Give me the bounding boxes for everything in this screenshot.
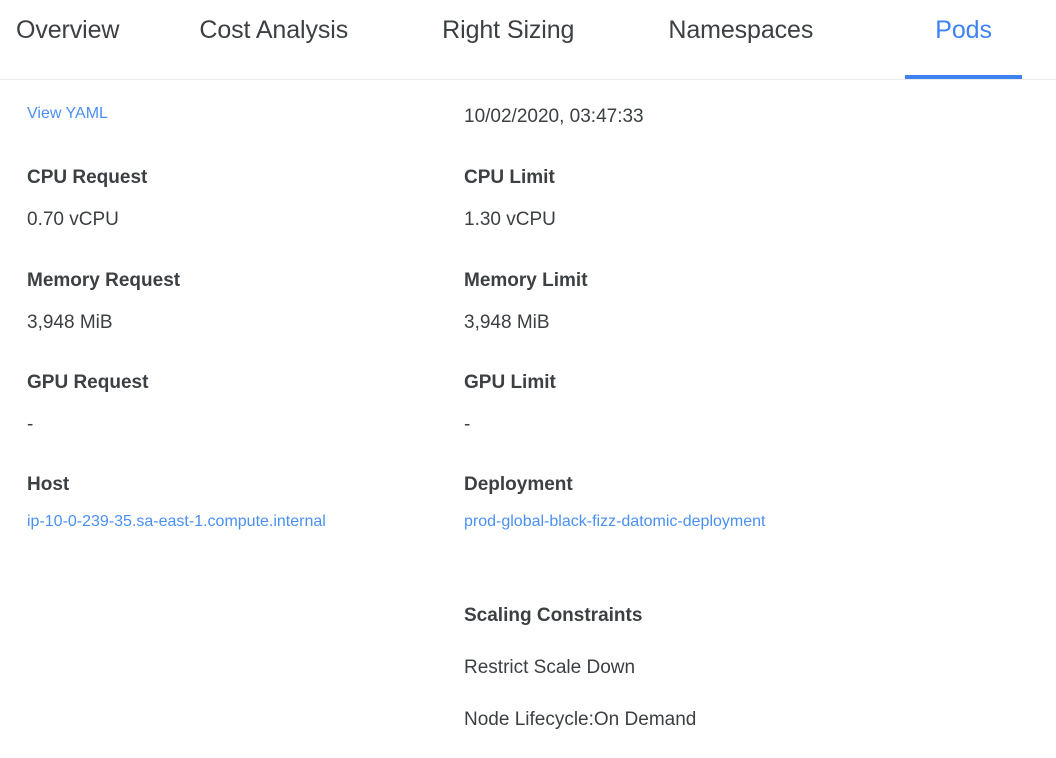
gpu-request-value: - — [27, 414, 34, 435]
tab-active-underline — [905, 75, 1022, 79]
cpu-limit-value: 1.30 vCPU — [464, 209, 556, 230]
tab-cost-analysis-label: Cost Analysis — [199, 16, 349, 44]
tab-right-sizing[interactable]: Right Sizing — [442, 0, 574, 79]
memory-limit-value: 3,948 MiB — [464, 312, 550, 333]
gpu-limit-label: GPU Limit — [464, 372, 556, 393]
host-label: Host — [27, 474, 70, 495]
tab-list: Overview Cost Analysis Right Sizing Name… — [0, 0, 1056, 79]
tab-namespaces[interactable]: Namespaces — [668, 0, 813, 79]
tab-pods-label: Pods — [935, 16, 992, 44]
tab-cost-analysis[interactable]: Cost Analysis — [199, 0, 348, 79]
tab-pods[interactable]: Pods — [905, 0, 1022, 79]
cpu-request-label: CPU Request — [27, 167, 148, 188]
cpu-request-value: 0.70 vCPU — [27, 209, 119, 230]
pod-detail-pane: View YAML CPU Request 0.70 vCPU Memory R… — [0, 80, 1056, 750]
gpu-request-label: GPU Request — [27, 372, 149, 393]
deployment-link[interactable]: prod-global-black-fizz-datomic-deploymen… — [464, 513, 766, 530]
tab-bar: Overview Cost Analysis Right Sizing Name… — [0, 0, 1056, 80]
pod-timestamp: 10/02/2020, 03:47:33 — [464, 106, 644, 127]
view-yaml-link[interactable]: View YAML — [27, 105, 108, 122]
host-link[interactable]: ip-10-0-239-35.sa-east-1.compute.interna… — [27, 513, 326, 530]
memory-request-value: 3,948 MiB — [27, 312, 113, 333]
scaling-constraint-item: Restrict Scale Down — [464, 657, 636, 678]
cpu-limit-label: CPU Limit — [464, 167, 555, 188]
memory-limit-label: Memory Limit — [464, 270, 588, 291]
memory-request-label: Memory Request — [27, 270, 181, 291]
scaling-constraint-item: Node Lifecycle:On Demand — [464, 709, 697, 730]
scaling-constraints-label: Scaling Constraints — [464, 605, 643, 626]
tab-overview[interactable]: Overview — [16, 0, 119, 79]
deployment-label: Deployment — [464, 474, 573, 495]
tab-namespaces-label: Namespaces — [668, 16, 814, 44]
tab-overview-label: Overview — [16, 16, 120, 44]
tab-right-sizing-label: Right Sizing — [442, 16, 575, 44]
gpu-limit-value: - — [464, 414, 471, 435]
pod-detail-grid: View YAML CPU Request 0.70 vCPU Memory R… — [0, 90, 1056, 750]
